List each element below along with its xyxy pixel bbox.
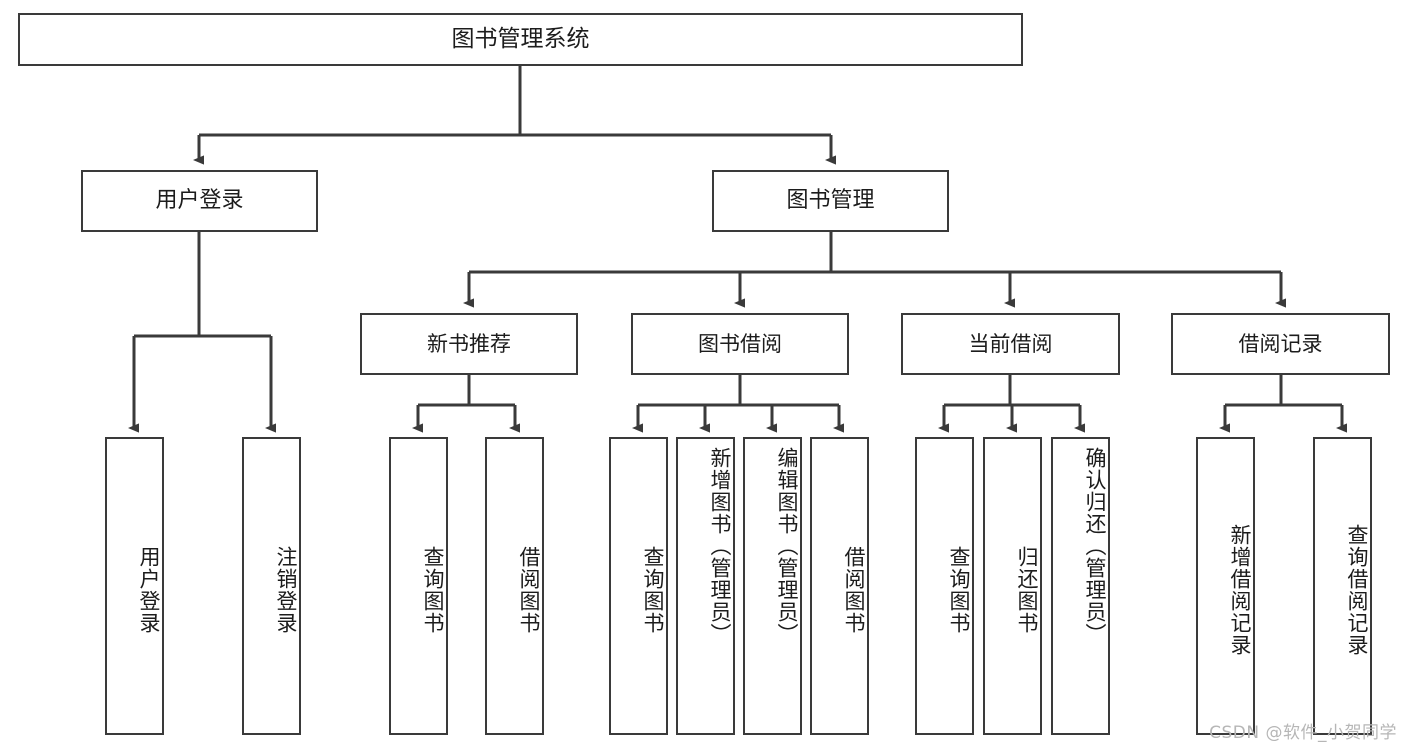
leaf-borrow-books-2-label: 借阅图书 <box>842 546 866 634</box>
node-book-management-label: 图书管理 <box>786 187 875 213</box>
leaf-query-books-3-label: 查询图书 <box>947 546 971 634</box>
leaf-borrow-books-1-label: 借阅图书 <box>517 546 541 634</box>
node-borrow-record-label: 借阅记录 <box>1238 331 1323 356</box>
leaf-add-book-label: 新增图书（管理员） <box>708 447 732 645</box>
leaf-query-record-label: 查询借阅记录 <box>1345 524 1369 656</box>
node-user-login[interactable]: 用户登录 <box>81 170 318 232</box>
node-current-borrow-label: 当前借阅 <box>968 331 1053 356</box>
leaf-add-record-label: 新增借阅记录 <box>1228 524 1252 656</box>
leaf-borrow-books-2[interactable]: 借阅图书 <box>810 437 869 735</box>
node-root[interactable]: 图书管理系统 <box>18 13 1023 66</box>
leaf-user-login-label: 用户登录 <box>137 546 161 634</box>
node-current-borrow[interactable]: 当前借阅 <box>901 313 1120 375</box>
node-book-borrow[interactable]: 图书借阅 <box>631 313 849 375</box>
node-new-book-recommend-label: 新书推荐 <box>427 331 511 356</box>
node-root-label: 图书管理系统 <box>451 25 590 52</box>
leaf-add-book[interactable]: 新增图书（管理员） <box>676 437 735 735</box>
leaf-query-books-3[interactable]: 查询图书 <box>915 437 974 735</box>
leaf-user-login[interactable]: 用户登录 <box>105 437 164 735</box>
leaf-return-book[interactable]: 归还图书 <box>983 437 1042 735</box>
leaf-query-books-1-label: 查询图书 <box>421 546 445 634</box>
node-book-management[interactable]: 图书管理 <box>712 170 949 232</box>
leaf-add-record[interactable]: 新增借阅记录 <box>1196 437 1255 735</box>
leaf-query-books-1[interactable]: 查询图书 <box>389 437 448 735</box>
leaf-confirm-return-label: 确认归还（管理员） <box>1083 447 1107 645</box>
leaf-borrow-books-1[interactable]: 借阅图书 <box>485 437 544 735</box>
node-new-book-recommend[interactable]: 新书推荐 <box>360 313 578 375</box>
leaf-query-books-2-label: 查询图书 <box>641 546 665 634</box>
csdn-watermark: CSDN @软件_小贺同学 <box>1209 723 1397 743</box>
leaf-edit-book-label: 编辑图书（管理员） <box>775 447 799 645</box>
node-book-borrow-label: 图书借阅 <box>698 331 782 356</box>
node-user-login-label: 用户登录 <box>155 187 244 213</box>
leaf-confirm-return[interactable]: 确认归还（管理员） <box>1051 437 1110 735</box>
leaf-user-logout[interactable]: 注销登录 <box>242 437 301 735</box>
leaf-return-book-label: 归还图书 <box>1015 546 1039 634</box>
leaf-query-record[interactable]: 查询借阅记录 <box>1313 437 1372 735</box>
leaf-edit-book[interactable]: 编辑图书（管理员） <box>743 437 802 735</box>
leaf-user-logout-label: 注销登录 <box>274 546 298 634</box>
leaf-query-books-2[interactable]: 查询图书 <box>609 437 668 735</box>
node-borrow-record[interactable]: 借阅记录 <box>1171 313 1390 375</box>
